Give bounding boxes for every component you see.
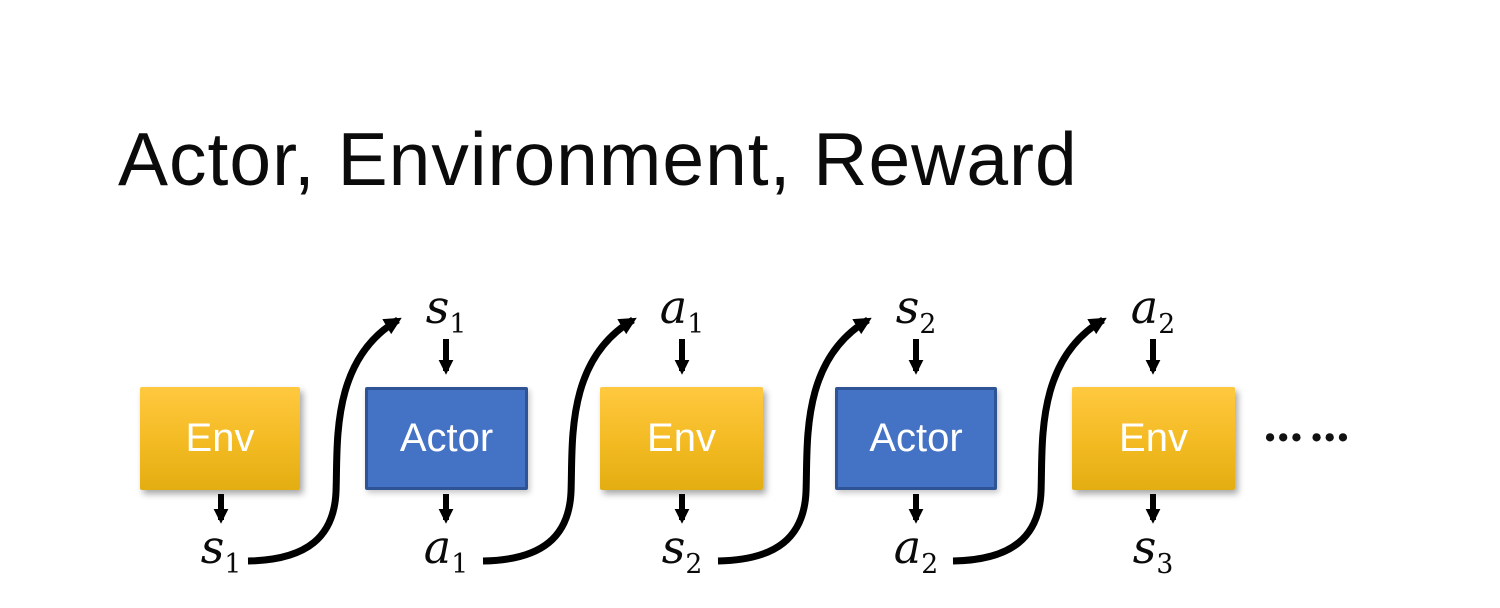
curved-arrow-a1 xyxy=(482,316,637,565)
label-top-a2: a2 xyxy=(1130,280,1176,341)
slide-title: Actor, Environment, Reward xyxy=(118,117,1078,201)
env-box-2: Env xyxy=(600,387,763,490)
env-box-3-label: Env xyxy=(1119,416,1188,460)
actor-box-1: Actor xyxy=(365,387,528,490)
label-top-s1: s1 xyxy=(425,280,467,341)
continuation-ellipsis: ••• ••• xyxy=(1265,422,1351,454)
label-bottom-s1: s1 xyxy=(200,520,242,581)
env-box-3: Env xyxy=(1072,387,1235,490)
curved-arrow-a2 xyxy=(952,316,1107,565)
label-bottom-a2: a2 xyxy=(893,520,939,581)
env-box-2-label: Env xyxy=(647,416,716,460)
env-box-1-label: Env xyxy=(185,416,255,460)
actor-box-2: Actor xyxy=(835,387,997,490)
label-bottom-s2: s2 xyxy=(661,520,703,581)
env-box-1: Env xyxy=(140,387,300,490)
actor-box-2-label: Actor xyxy=(869,416,963,460)
curved-arrow-s1 xyxy=(247,316,402,565)
label-top-a1: a1 xyxy=(659,280,705,341)
actor-box-1-label: Actor xyxy=(399,416,494,460)
label-bottom-s3: s3 xyxy=(1132,520,1174,581)
curved-arrow-s2 xyxy=(717,316,872,565)
label-bottom-a1: a1 xyxy=(423,520,469,581)
label-top-s2: s2 xyxy=(895,280,937,341)
